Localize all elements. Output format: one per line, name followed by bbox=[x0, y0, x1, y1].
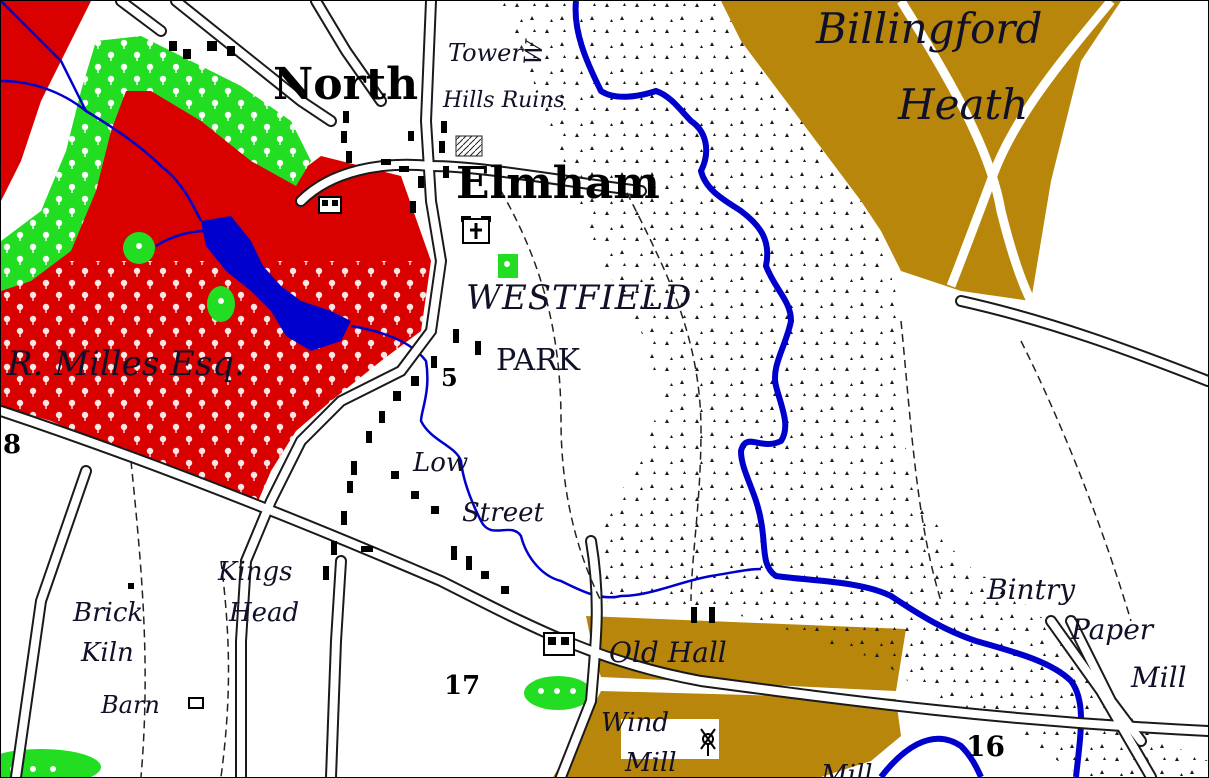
tracks bbox=[130, 180, 1132, 777]
lake bbox=[201, 216, 351, 351]
label-wind: Wind bbox=[601, 708, 669, 738]
label-brick: Brick bbox=[72, 598, 143, 628]
label-mill-bottom: Mill bbox=[820, 760, 873, 777]
rivers bbox=[1, 1, 1084, 777]
label-street: Street bbox=[462, 498, 544, 528]
label-old-hall: Old Hall bbox=[609, 636, 727, 669]
ruins-icon bbox=[455, 135, 483, 157]
old-hall-house-icon bbox=[543, 632, 575, 656]
label-kiln: Kiln bbox=[80, 638, 134, 668]
label-westfield: WESTFIELD bbox=[466, 278, 692, 318]
label-hills-ruins: Hills Ruins bbox=[442, 88, 565, 113]
label-tower: Tower bbox=[448, 39, 524, 67]
label-r-milles: R. Milles Esq. bbox=[6, 344, 245, 384]
label-w-edge: W bbox=[519, 37, 549, 66]
billingford-heath bbox=[721, 1, 1121, 301]
windmill-icon bbox=[621, 719, 719, 759]
park-stream bbox=[1, 79, 762, 599]
house-icon bbox=[318, 196, 342, 214]
label-paper: Paper bbox=[1070, 613, 1155, 646]
label-bintry: Bintry bbox=[986, 573, 1076, 606]
label-mill: Mill bbox=[624, 748, 677, 777]
label-barn: Barn bbox=[100, 691, 160, 719]
label-billingford: Billingford bbox=[815, 4, 1042, 53]
label-heath: Heath bbox=[897, 80, 1028, 129]
barn-icon bbox=[188, 697, 204, 709]
milles-estate bbox=[1, 1, 91, 201]
label-num-16: 16 bbox=[966, 730, 1005, 763]
church-icon bbox=[462, 218, 490, 244]
label-elmham: Elmham bbox=[456, 158, 660, 209]
label-kings: Kings bbox=[217, 557, 292, 587]
label-north: North bbox=[273, 59, 418, 110]
label-paper-mill: Mill bbox=[1130, 661, 1187, 694]
label-num-8: 8 bbox=[3, 430, 21, 460]
label-num-17: 17 bbox=[444, 671, 480, 701]
river-branch bbox=[878, 735, 984, 777]
label-num-5: 5 bbox=[441, 363, 458, 392]
label-head: Head bbox=[228, 598, 299, 628]
marsh-meadow bbox=[501, 1, 1208, 777]
label-low: Low bbox=[412, 448, 468, 478]
label-park: PARK bbox=[496, 343, 581, 378]
heath-tracks bbox=[897, 1, 1115, 304]
copse-5 bbox=[1, 749, 101, 777]
woodland-belt-trees bbox=[1, 36, 311, 291]
river-wensum bbox=[572, 1, 1084, 777]
